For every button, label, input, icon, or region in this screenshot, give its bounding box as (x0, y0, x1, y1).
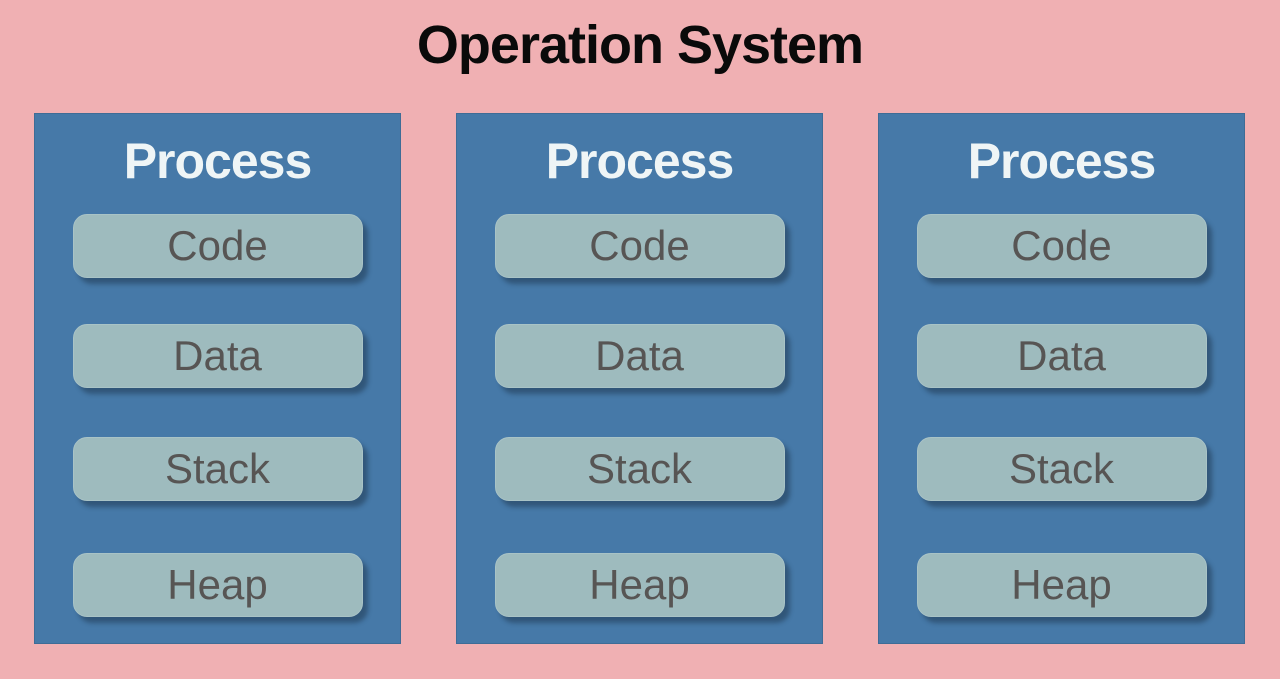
memory-section-data: Data (72, 324, 363, 388)
memory-section-heap: Heap (494, 553, 785, 617)
process-title: Process (123, 133, 313, 189)
memory-section-data: Data (916, 324, 1207, 388)
memory-section-heap: Heap (72, 553, 363, 617)
memory-section-code: Code (916, 214, 1207, 278)
process-title: Process (967, 133, 1157, 189)
memory-section-stack: Stack (494, 437, 785, 501)
process-title: Process (545, 133, 735, 189)
memory-section-heap: Heap (916, 553, 1207, 617)
memory-section-code: Code (494, 214, 785, 278)
process-box-1: Process Code Data Stack Heap (34, 113, 401, 644)
memory-section-stack: Stack (916, 437, 1207, 501)
process-box-2: Process Code Data Stack Heap (456, 113, 823, 644)
memory-section-code: Code (72, 214, 363, 278)
process-row: Process Code Data Stack Heap Process Cod… (34, 113, 1245, 644)
page-title: Operation System (416, 15, 864, 75)
process-box-3: Process Code Data Stack Heap (878, 113, 1245, 644)
memory-section-data: Data (494, 324, 785, 388)
memory-section-stack: Stack (72, 437, 363, 501)
